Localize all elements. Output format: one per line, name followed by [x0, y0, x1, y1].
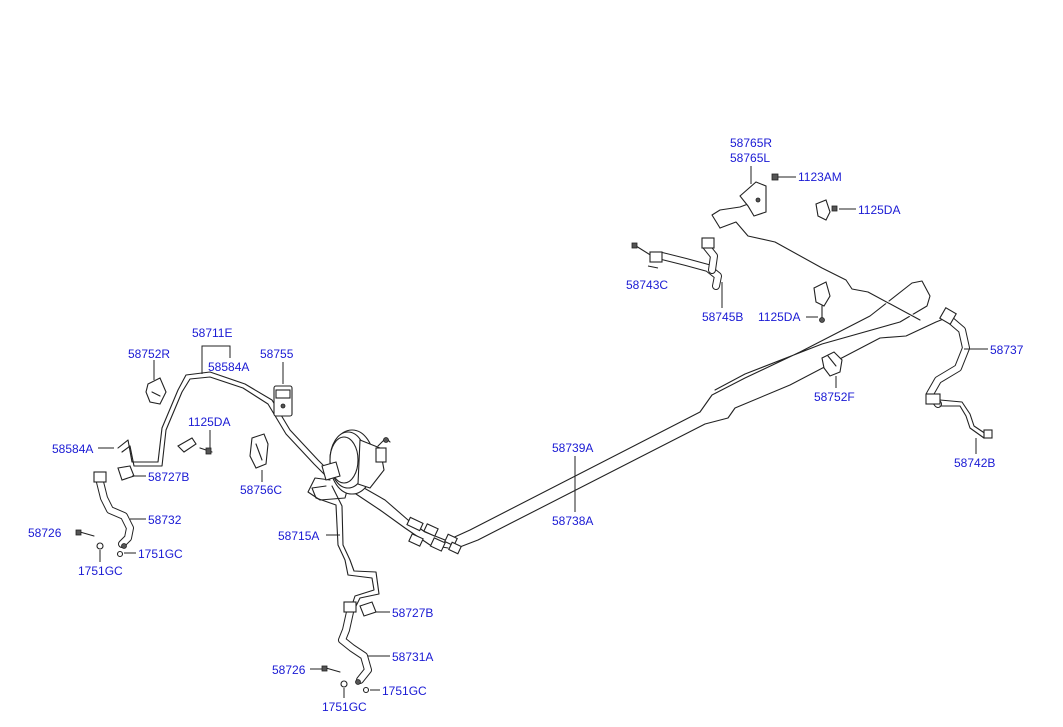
label-58727b-left[interactable]: 58727B	[148, 470, 189, 484]
label-1125da-mid[interactable]: 1125DA	[758, 310, 800, 324]
label-58726-left[interactable]: 58726	[28, 526, 62, 540]
rear-pipe-58742b	[939, 399, 993, 439]
label-58765l[interactable]: 58765L	[730, 151, 770, 165]
clip-1125da-mid	[813, 281, 831, 323]
label-58739a[interactable]: 58739A	[552, 441, 593, 455]
label-1751gc-left-b[interactable]: 1751GC	[78, 564, 123, 578]
label-58755[interactable]: 58755	[260, 347, 294, 361]
label-58726-bottom[interactable]: 58726	[272, 663, 306, 677]
label-58711e[interactable]: 58711E	[192, 326, 232, 340]
clip-58752r	[145, 377, 167, 405]
label-58731a[interactable]: 58731A	[392, 650, 433, 664]
bracket-58756c	[249, 433, 269, 469]
master-pipe-link	[349, 479, 449, 549]
label-58765r[interactable]: 58765R	[730, 136, 772, 150]
bolt-58726-bottom	[321, 665, 341, 673]
clip-58727b-bottom	[359, 601, 377, 617]
label-58727b-bottom[interactable]: 58727B	[392, 606, 433, 620]
label-1751gc-left-r[interactable]: 1751GC	[138, 547, 183, 561]
label-1123am[interactable]: 1123AM	[798, 170, 842, 184]
rear-pipe-upper	[711, 203, 922, 322]
label-58584a-left[interactable]: 58584A	[52, 442, 93, 456]
clip-58727b-left	[117, 465, 135, 481]
washer-1751gc-left	[96, 542, 124, 558]
main-pipe-58739a	[446, 279, 932, 542]
bolt-58743c	[631, 242, 663, 263]
part-labels: 58765R 58765L 1123AM 1125DA 58743C 58745…	[28, 136, 1024, 714]
front-pipe-58715a	[307, 477, 380, 607]
main-pipe-58738a	[450, 316, 948, 552]
label-58715a[interactable]: 58715A	[278, 529, 319, 543]
label-58745b[interactable]: 58745B	[702, 310, 743, 324]
rear-hose-58737	[925, 307, 970, 408]
label-1751gc-bottom-r[interactable]: 1751GC	[382, 684, 427, 698]
label-58738a[interactable]: 58738A	[552, 514, 593, 528]
washer-1751gc-bottom	[340, 680, 370, 694]
front-left-pipe-58711e	[116, 370, 332, 479]
clip-1125da-left	[177, 437, 213, 455]
label-58752f[interactable]: 58752F	[814, 390, 855, 404]
pipe-fittings-center	[406, 516, 462, 555]
brake-booster	[321, 429, 391, 495]
label-58742b[interactable]: 58742B	[954, 456, 995, 470]
valve-58755	[273, 385, 293, 417]
label-58752r[interactable]: 58752R	[128, 347, 170, 361]
rear-hose-58745b	[658, 237, 722, 290]
front-hose-58731a	[338, 601, 372, 685]
bracket-58765	[739, 181, 767, 217]
label-1751gc-bottom-b[interactable]: 1751GC	[322, 700, 367, 714]
label-1125da-left[interactable]: 1125DA	[188, 415, 230, 429]
leader-lines	[98, 166, 988, 698]
label-58743c[interactable]: 58743C	[626, 278, 668, 292]
clip-58752f	[821, 351, 843, 377]
label-58737[interactable]: 58737	[990, 343, 1024, 357]
clip-1125da-top	[815, 199, 838, 221]
label-1125da-top[interactable]: 1125DA	[858, 203, 900, 217]
front-hose-58732	[93, 471, 134, 549]
label-58584a-top[interactable]: 58584A	[208, 360, 249, 374]
label-58732[interactable]: 58732	[148, 513, 182, 527]
bolt-58726-left	[75, 529, 95, 537]
label-58756c[interactable]: 58756C	[240, 483, 282, 497]
